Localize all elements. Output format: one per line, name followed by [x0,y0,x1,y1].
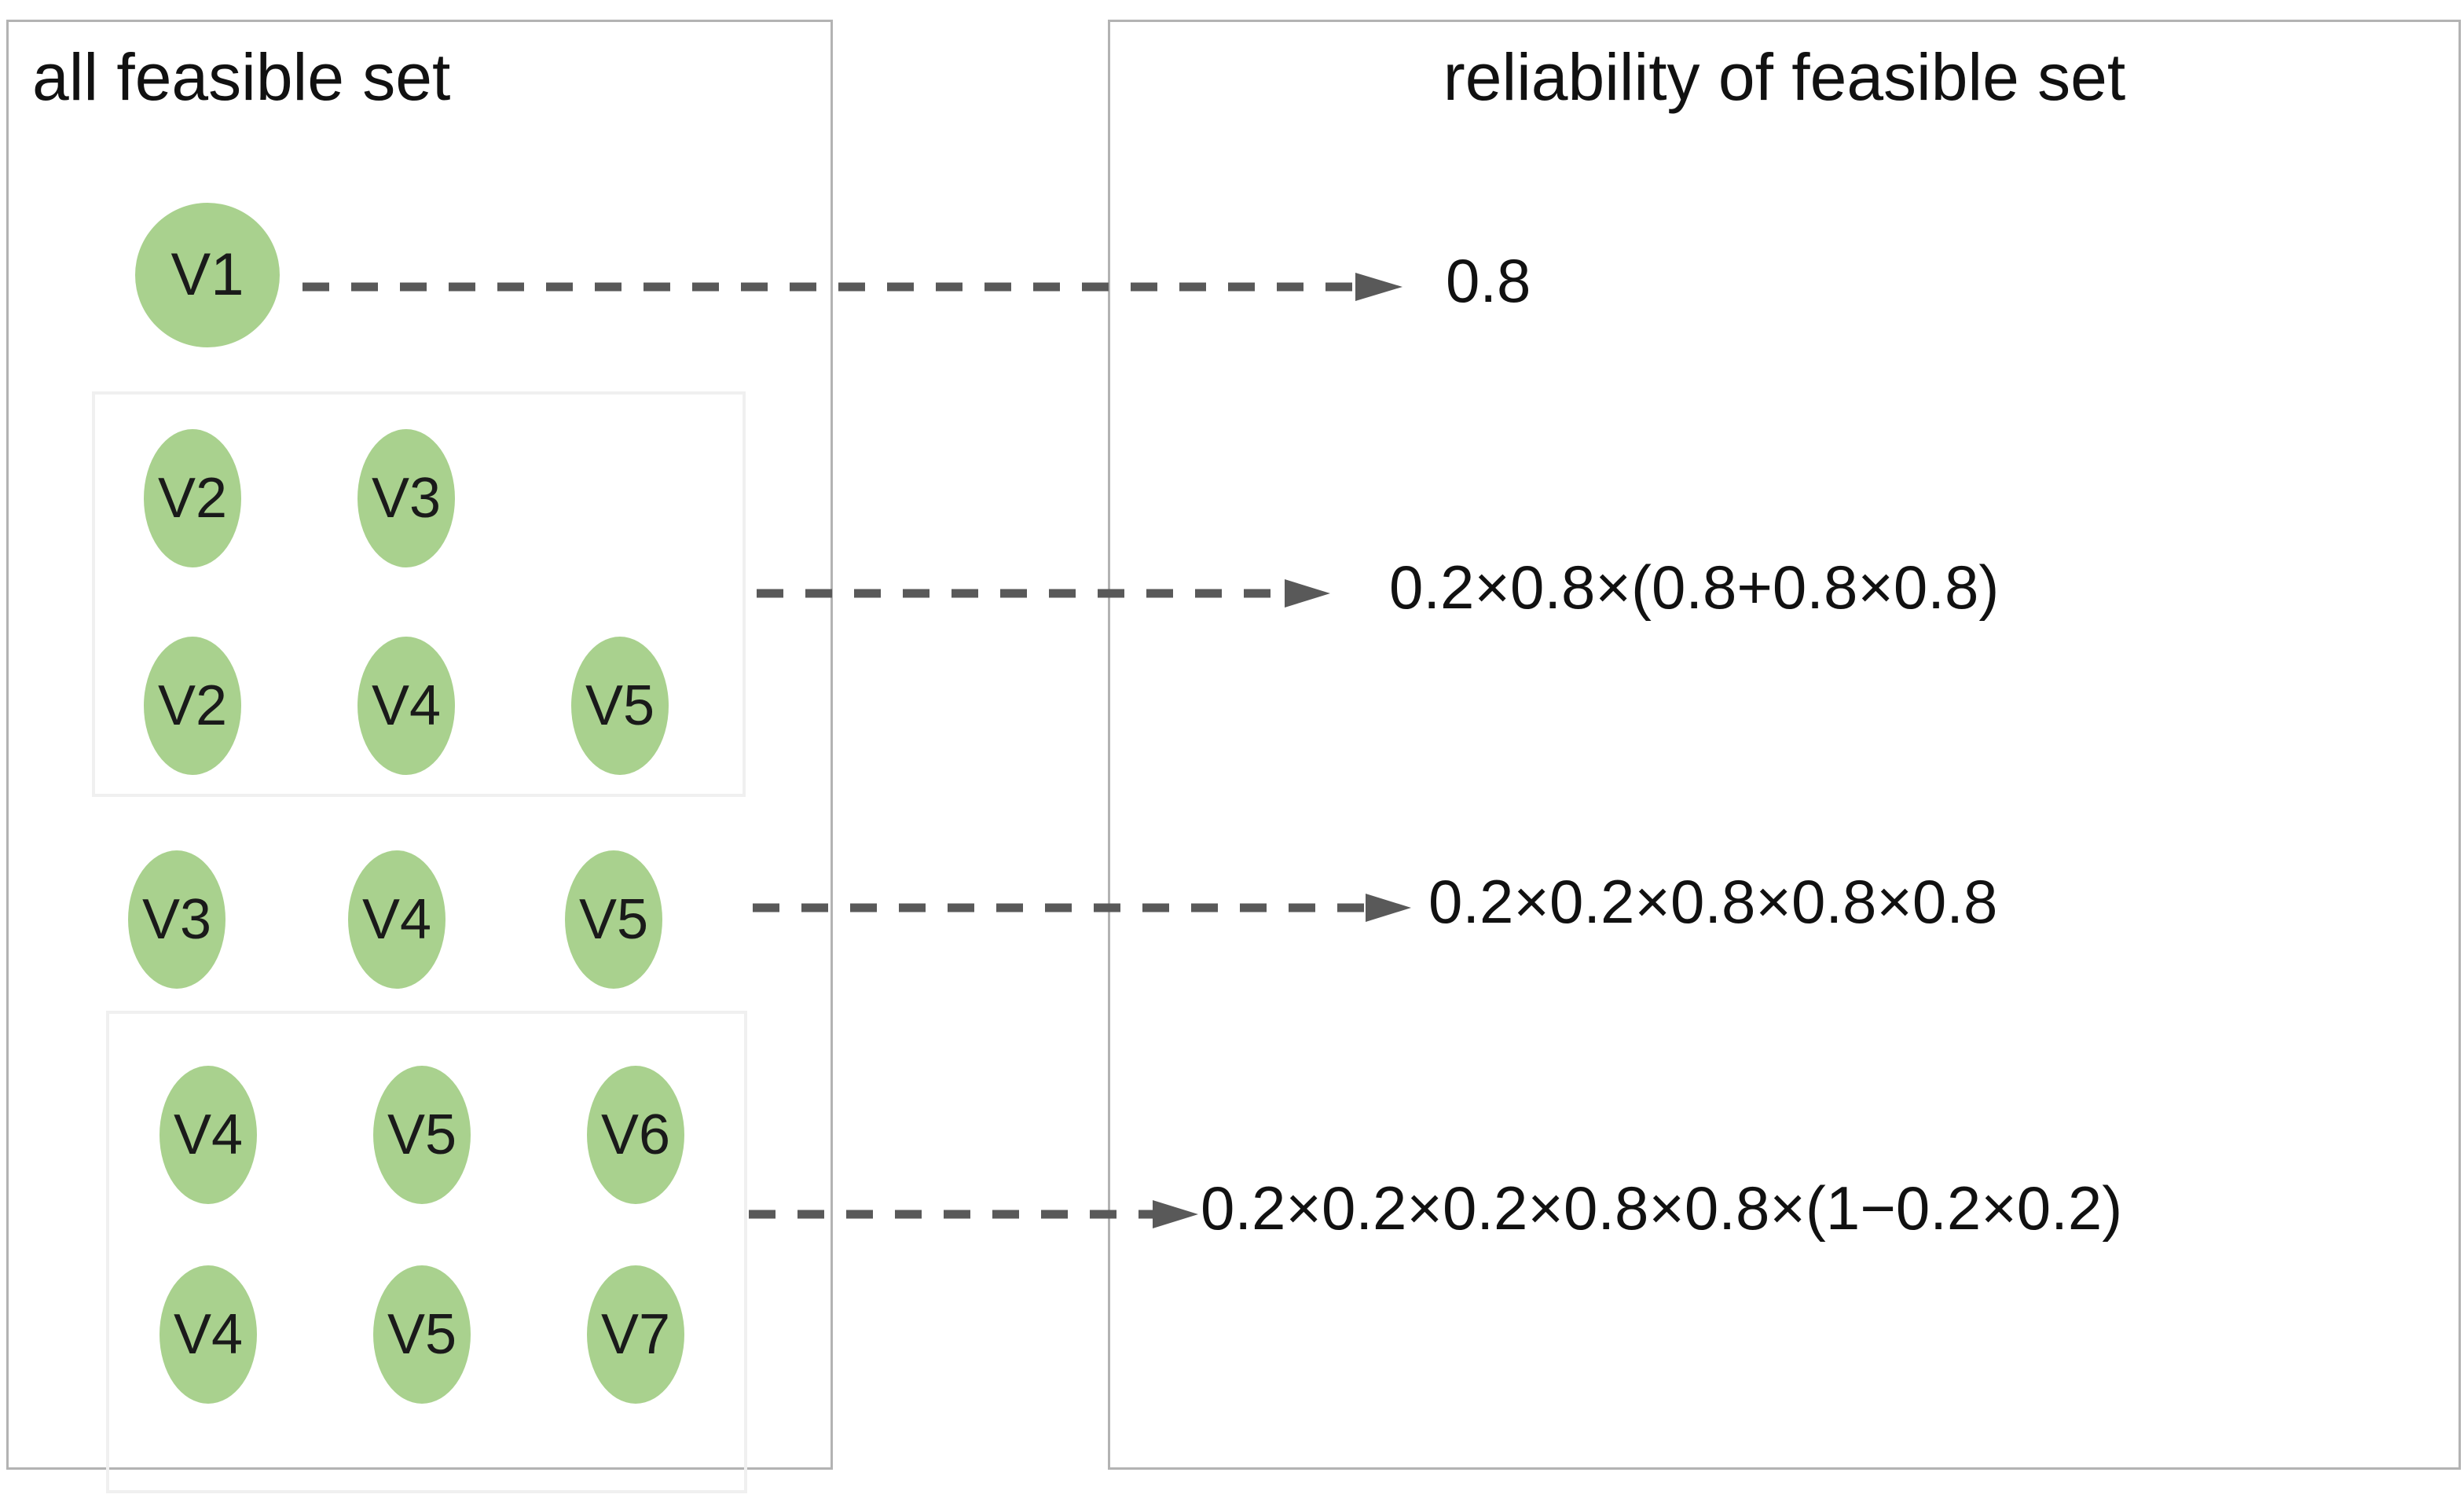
connector-groupbox2-to-formula4 [749,1199,1198,1230]
reliability-formula-1: 0.8 [1446,246,1531,315]
reliability-panel-title: reliability of feasible set [1443,40,2126,114]
node-row3-v5[interactable]: V5 [571,637,669,775]
node-row2-v2[interactable]: V2 [144,429,241,567]
node-row4-v4[interactable]: V4 [348,850,446,989]
all-feasible-set-title: all feasible set [32,40,451,114]
node-row4-v5[interactable]: V5 [565,850,662,989]
arrowhead [1153,1200,1198,1228]
node-row3-v4[interactable]: V4 [358,637,455,775]
reliability-formula-3: 0.2×0.2×0.8×0.8×0.8 [1428,867,1998,936]
connector-groupbox1-to-formula2 [757,578,1330,609]
node-row6-v7[interactable]: V7 [587,1265,684,1404]
node-row6-v5[interactable]: V5 [373,1265,471,1404]
arrowhead [1366,894,1411,922]
node-row2-v3[interactable]: V3 [358,429,455,567]
feasible-set-group-box-lower [106,1011,747,1493]
arrowhead [1355,273,1402,301]
reliability-formula-4: 0.2×0.2×0.2×0.8×0.8×(1−0.2×0.2) [1201,1173,2123,1243]
node-row5-v5[interactable]: V5 [373,1066,471,1204]
feasible-set-group-box-upper [92,391,746,797]
reliability-panel: reliability of feasible set [1108,20,2461,1470]
node-row5-v6[interactable]: V6 [587,1066,684,1204]
arrowhead [1285,579,1330,608]
connector-row4-to-formula3 [753,892,1411,923]
node-row4-v3[interactable]: V3 [128,850,226,989]
node-v1[interactable]: V1 [135,203,280,347]
node-row3-v2[interactable]: V2 [144,637,241,775]
node-row5-v4[interactable]: V4 [160,1066,257,1204]
connector-row1-to-formula1 [302,271,1402,303]
reliability-formula-2: 0.2×0.8×(0.8+0.8×0.8) [1389,553,2000,622]
node-row6-v4[interactable]: V4 [160,1265,257,1404]
